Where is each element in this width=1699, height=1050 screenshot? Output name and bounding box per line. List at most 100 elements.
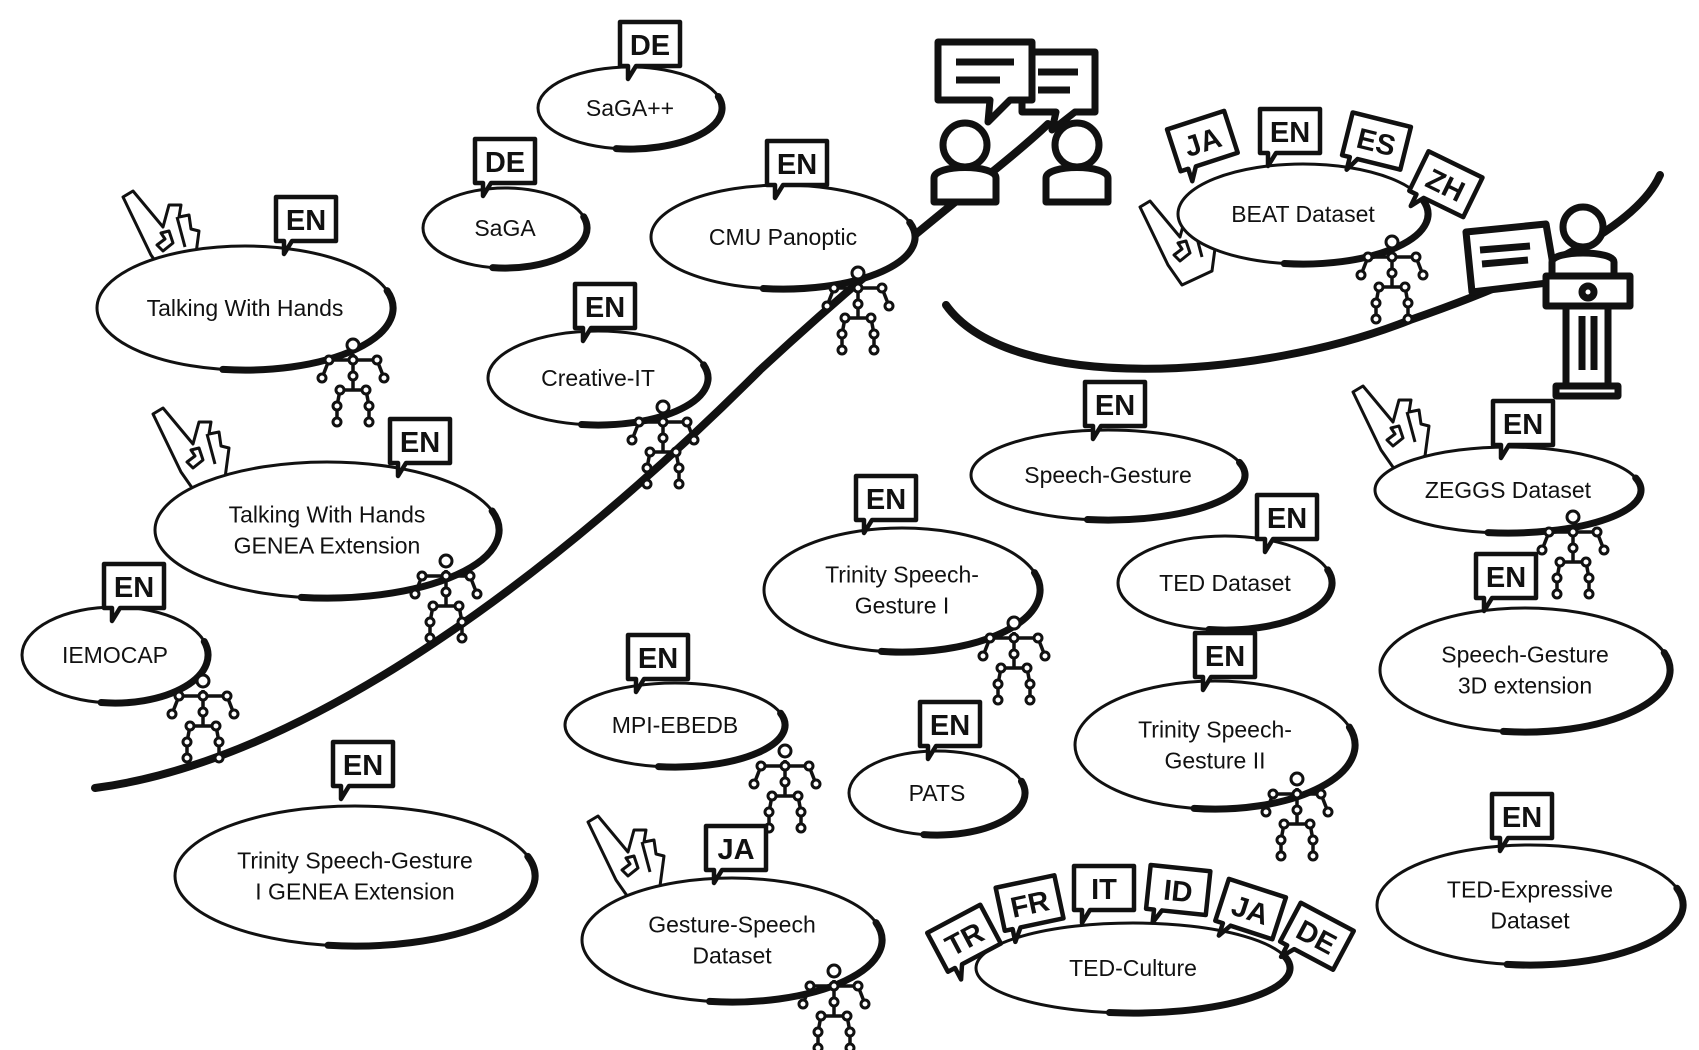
language-code: EN bbox=[777, 149, 817, 181]
ellipse-shadow-stroke bbox=[324, 852, 539, 950]
language-code: JA bbox=[717, 834, 754, 866]
language-tag: ES bbox=[1339, 110, 1414, 172]
language-tag: EN bbox=[1257, 106, 1323, 169]
speech-bubble-icon bbox=[1407, 149, 1485, 220]
speech-bubble-icon bbox=[1254, 492, 1320, 555]
speech-bubble-icon bbox=[572, 281, 638, 344]
language-tag: JA bbox=[703, 823, 769, 886]
language-tag: EN bbox=[1489, 791, 1555, 854]
dataset-label: IEMOCAP bbox=[62, 642, 168, 668]
speech-bubble-icon bbox=[917, 699, 983, 762]
skeleton-icon bbox=[748, 743, 822, 834]
language-tag: EN bbox=[1192, 630, 1258, 693]
ellipse-shadow-stroke bbox=[612, 93, 726, 153]
speech-bubble-icon bbox=[330, 739, 396, 802]
dataset-label: Talking With Hands bbox=[147, 295, 344, 321]
language-code: DE bbox=[630, 30, 670, 62]
dataset-pats: PATS EN bbox=[847, 699, 1029, 839]
ellipse-shadow-stroke bbox=[759, 218, 919, 293]
ellipse-shadow-stroke bbox=[578, 361, 712, 429]
ellipse-shadow-stroke bbox=[706, 919, 886, 1006]
language-tag: EN bbox=[330, 739, 396, 802]
ellipse-shadow-stroke bbox=[1083, 458, 1249, 524]
speech-bubble-icon bbox=[1213, 876, 1289, 942]
language-code: EN bbox=[1502, 802, 1542, 834]
language-code: ID bbox=[1162, 875, 1194, 910]
ellipse-shadow-stroke bbox=[1484, 474, 1645, 537]
language-tag: EN bbox=[101, 561, 167, 624]
ellipse-shadow-stroke bbox=[920, 777, 1029, 839]
speech-bubble-icon bbox=[1257, 106, 1323, 169]
dataset-label: TED-Culture bbox=[1069, 955, 1197, 981]
speech-bubble-icon bbox=[1143, 862, 1213, 925]
language-tag: EN bbox=[1473, 551, 1539, 614]
language-tag: JA bbox=[1213, 876, 1289, 942]
dataset-trinity-1: Trinity Speech-Gesture IEN bbox=[762, 473, 1051, 706]
speech-bubble-icon bbox=[1277, 900, 1357, 972]
dataset-label: Trinity Speech- bbox=[825, 562, 979, 588]
speech-bubble-icon bbox=[703, 823, 769, 886]
dataset-label: Gesture II bbox=[1165, 748, 1266, 774]
speech-bubble-icon bbox=[853, 473, 919, 536]
language-tag: JA bbox=[1164, 108, 1240, 184]
ellipse-shadow-stroke bbox=[1105, 951, 1294, 1017]
language-code: EN bbox=[1095, 390, 1135, 422]
dataset-label: SaGA++ bbox=[586, 95, 674, 121]
language-tag: TR bbox=[924, 902, 1004, 982]
language-tag: EN bbox=[273, 194, 339, 257]
dataset-label: CMU Panoptic bbox=[709, 224, 857, 250]
speech-bubble-icon bbox=[764, 138, 830, 201]
speech-bubble-icon bbox=[1473, 551, 1539, 614]
language-code: EN bbox=[286, 205, 326, 237]
language-tag: DE bbox=[472, 136, 538, 199]
speech-bubble-icon bbox=[1164, 108, 1240, 184]
speech-bubble-icon bbox=[1490, 398, 1556, 461]
dataset-saga-pp: SaGA++ DE bbox=[536, 19, 726, 153]
dataset-label: Trinity Speech-Gesture bbox=[237, 848, 473, 874]
dataset-label: Dataset bbox=[692, 943, 772, 969]
language-tag: IT bbox=[1071, 863, 1137, 926]
language-code: EN bbox=[1267, 503, 1307, 535]
language-code: EN bbox=[1486, 562, 1526, 594]
language-code: EN bbox=[1205, 641, 1245, 673]
dataset-label: Speech-Gesture bbox=[1024, 462, 1191, 488]
language-code: EN bbox=[930, 710, 970, 742]
dataset-cmu-panoptic: CMU Panoptic EN bbox=[649, 138, 919, 356]
dataset-label: BEAT Dataset bbox=[1231, 201, 1375, 227]
language-tag: EN bbox=[625, 632, 691, 695]
ellipse-shadow-stroke bbox=[1205, 566, 1336, 634]
language-code: EN bbox=[343, 750, 383, 782]
speech-bubble-icon bbox=[1192, 630, 1258, 693]
ellipse-shadow-stroke bbox=[877, 569, 1044, 656]
dataset-label: TED Dataset bbox=[1159, 570, 1291, 596]
ellipse-shadow-stroke bbox=[1190, 723, 1359, 813]
divider-curve-right bbox=[942, 171, 1664, 373]
dataset-label: Gesture-Speech bbox=[648, 912, 815, 938]
dataset-label: PATS bbox=[909, 780, 966, 806]
dialogue-icon bbox=[930, 38, 1112, 206]
language-code: EN bbox=[1503, 409, 1543, 441]
language-code: EN bbox=[638, 643, 678, 675]
speech-bubble-icon bbox=[924, 902, 1004, 982]
language-tag: EN bbox=[1082, 379, 1148, 442]
language-code: FR bbox=[1008, 885, 1053, 924]
dataset-label: Gesture I bbox=[855, 593, 950, 619]
speech-bubble-icon bbox=[273, 194, 339, 257]
lecture-podium-icon bbox=[1462, 203, 1634, 400]
language-tag: DE bbox=[1277, 900, 1357, 972]
dataset-label: ZEGGS Dataset bbox=[1425, 477, 1592, 503]
dataset-label: SaGA bbox=[474, 215, 536, 241]
language-code: EN bbox=[585, 292, 625, 324]
speech-bubble-icon bbox=[1071, 863, 1137, 926]
dataset-label: Trinity Speech- bbox=[1138, 717, 1292, 743]
dataset-label: GENEA Extension bbox=[234, 533, 421, 559]
speech-bubble-icon bbox=[1489, 791, 1555, 854]
language-tag: EN bbox=[1490, 398, 1556, 461]
ellipse-shadow-stroke bbox=[655, 709, 789, 771]
language-code: EN bbox=[1270, 117, 1310, 149]
speech-bubble-icon bbox=[617, 19, 683, 82]
language-tag: EN bbox=[917, 699, 983, 762]
